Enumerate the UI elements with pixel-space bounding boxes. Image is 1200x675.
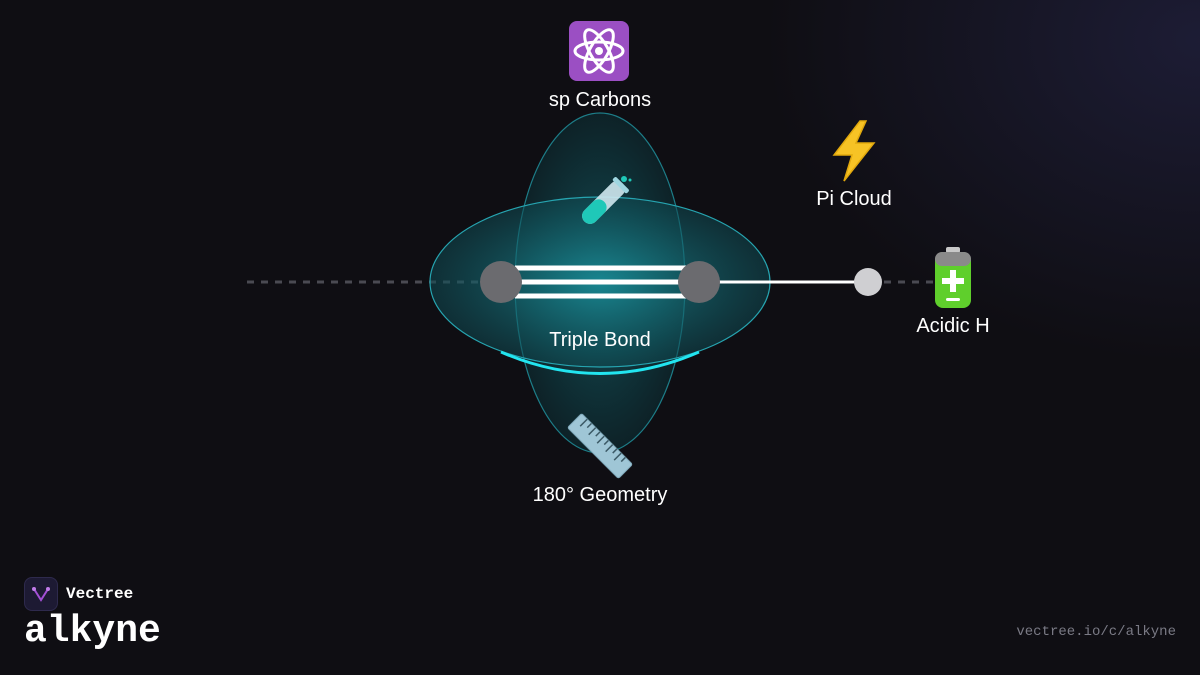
brand: Vectree (24, 577, 133, 611)
label-triple-bond: Triple Bond (549, 329, 651, 351)
label-acidic-h: Acidic H (916, 315, 989, 337)
label-pi-cloud: Pi Cloud (816, 188, 892, 210)
accent-arc (500, 350, 700, 375)
vectree-logo-icon (24, 577, 58, 611)
battery-icon (932, 246, 974, 310)
label-sp-carbons: sp Carbons (549, 89, 651, 111)
label-geometry: 180° Geometry (533, 484, 668, 506)
test-tube-icon (566, 174, 634, 238)
carbon-atom-right (678, 261, 720, 303)
hydrogen-atom (854, 268, 882, 296)
page-title: alkyne (24, 610, 161, 653)
lightning-icon (826, 119, 882, 183)
atom-icon (567, 20, 631, 82)
brand-name: Vectree (66, 585, 134, 603)
ruler-icon (566, 412, 634, 480)
source-url[interactable]: vectree.io/c/alkyne (1016, 624, 1176, 640)
carbon-atom-left (480, 261, 522, 303)
